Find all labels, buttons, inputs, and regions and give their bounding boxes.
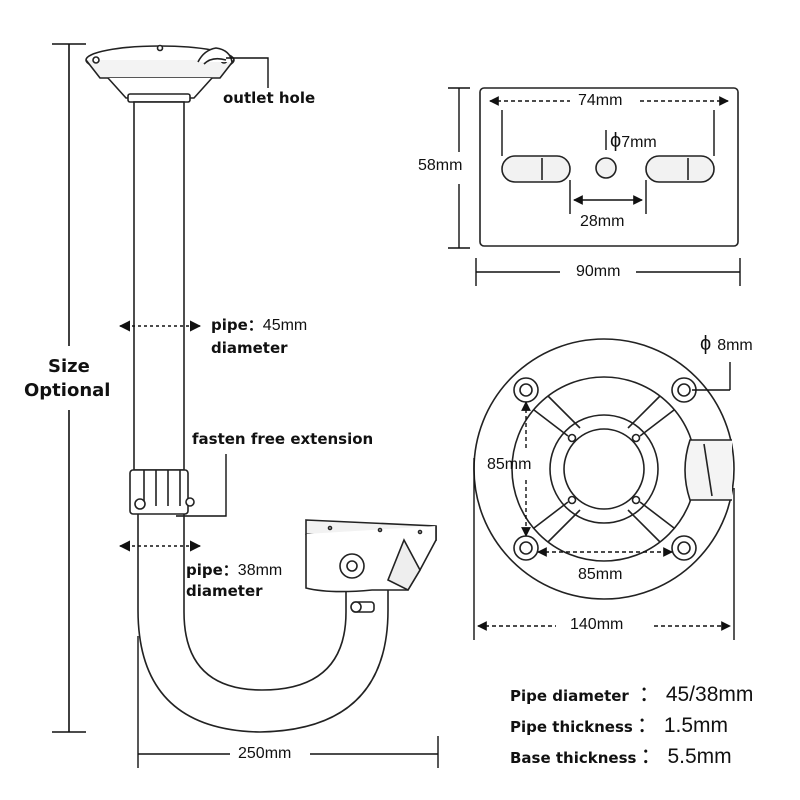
spec-row: Base thickness：5.5mm — [510, 746, 732, 767]
base-140-label: 140mm — [570, 616, 624, 633]
plate-dimensions — [448, 87, 741, 286]
mounting-plate — [479, 87, 739, 247]
base-85-vertical-label: 85mm — [487, 456, 532, 473]
phi-symbol-7: ϕ — [610, 130, 622, 152]
fasten-leader — [176, 454, 227, 517]
extension-collar — [129, 469, 195, 515]
width-250-label: 250mm — [238, 745, 292, 762]
pipe-45-value: 45mm — [262, 317, 308, 334]
spec-key: Pipe thickness — [510, 718, 633, 736]
ceiling-mount — [85, 44, 235, 103]
spec-value: 5.5mm — [667, 745, 732, 768]
base-phi8-label: ϕ 8mm — [700, 334, 753, 354]
pipe-38-label: pipe：38mm — [186, 563, 282, 579]
size-label-line1: Size — [48, 356, 90, 377]
width-250-dimension — [137, 636, 439, 768]
pipe-45-diameter: diameter — [211, 339, 288, 357]
pipe-45-key: pipe： — [211, 316, 263, 334]
pipe-38-key: pipe： — [186, 561, 238, 579]
plate-phi7-label: ϕ7mm — [610, 131, 657, 151]
spec-sep: ： — [638, 683, 660, 706]
plate-58-label: 58mm — [418, 157, 463, 174]
base-dimensions — [473, 362, 735, 640]
pipe-38-diameter: diameter — [186, 582, 263, 600]
size-label-line2: Optional — [24, 380, 111, 401]
spec-sep: ： — [636, 714, 658, 737]
plate-74-label: 74mm — [578, 92, 623, 109]
plate-phi7-value: 7mm — [621, 134, 657, 151]
j-pipe — [137, 514, 389, 733]
base-phi8-value: 8mm — [717, 337, 753, 354]
base-85-horizontal-label: 85mm — [578, 566, 623, 583]
spec-row: Pipe thickness：1.5mm — [510, 715, 728, 736]
camera-head-mount — [305, 519, 437, 613]
phi-symbol-8: ϕ — [700, 333, 712, 355]
fasten-label: fasten free extension — [192, 430, 374, 448]
circular-base — [473, 338, 735, 600]
plate-28-label: 28mm — [580, 213, 625, 230]
main-pipe — [133, 101, 185, 471]
spec-value: 1.5mm — [663, 714, 729, 737]
size-dimension — [52, 43, 86, 733]
spec-row: Pipe diameter ：45/38mm — [510, 684, 753, 705]
spec-value: 45/38mm — [665, 683, 754, 706]
plate-90-label: 90mm — [576, 263, 621, 280]
outlet-leader — [226, 57, 269, 88]
spec-key: Base thickness — [510, 749, 637, 767]
pipe-45-label: pipe：45mm — [211, 318, 307, 334]
spec-key: Pipe diameter — [510, 687, 629, 705]
spec-sep: ： — [640, 745, 662, 768]
outlet-hole-label: outlet hole — [223, 89, 316, 107]
pipe-38-value: 38mm — [237, 562, 283, 579]
